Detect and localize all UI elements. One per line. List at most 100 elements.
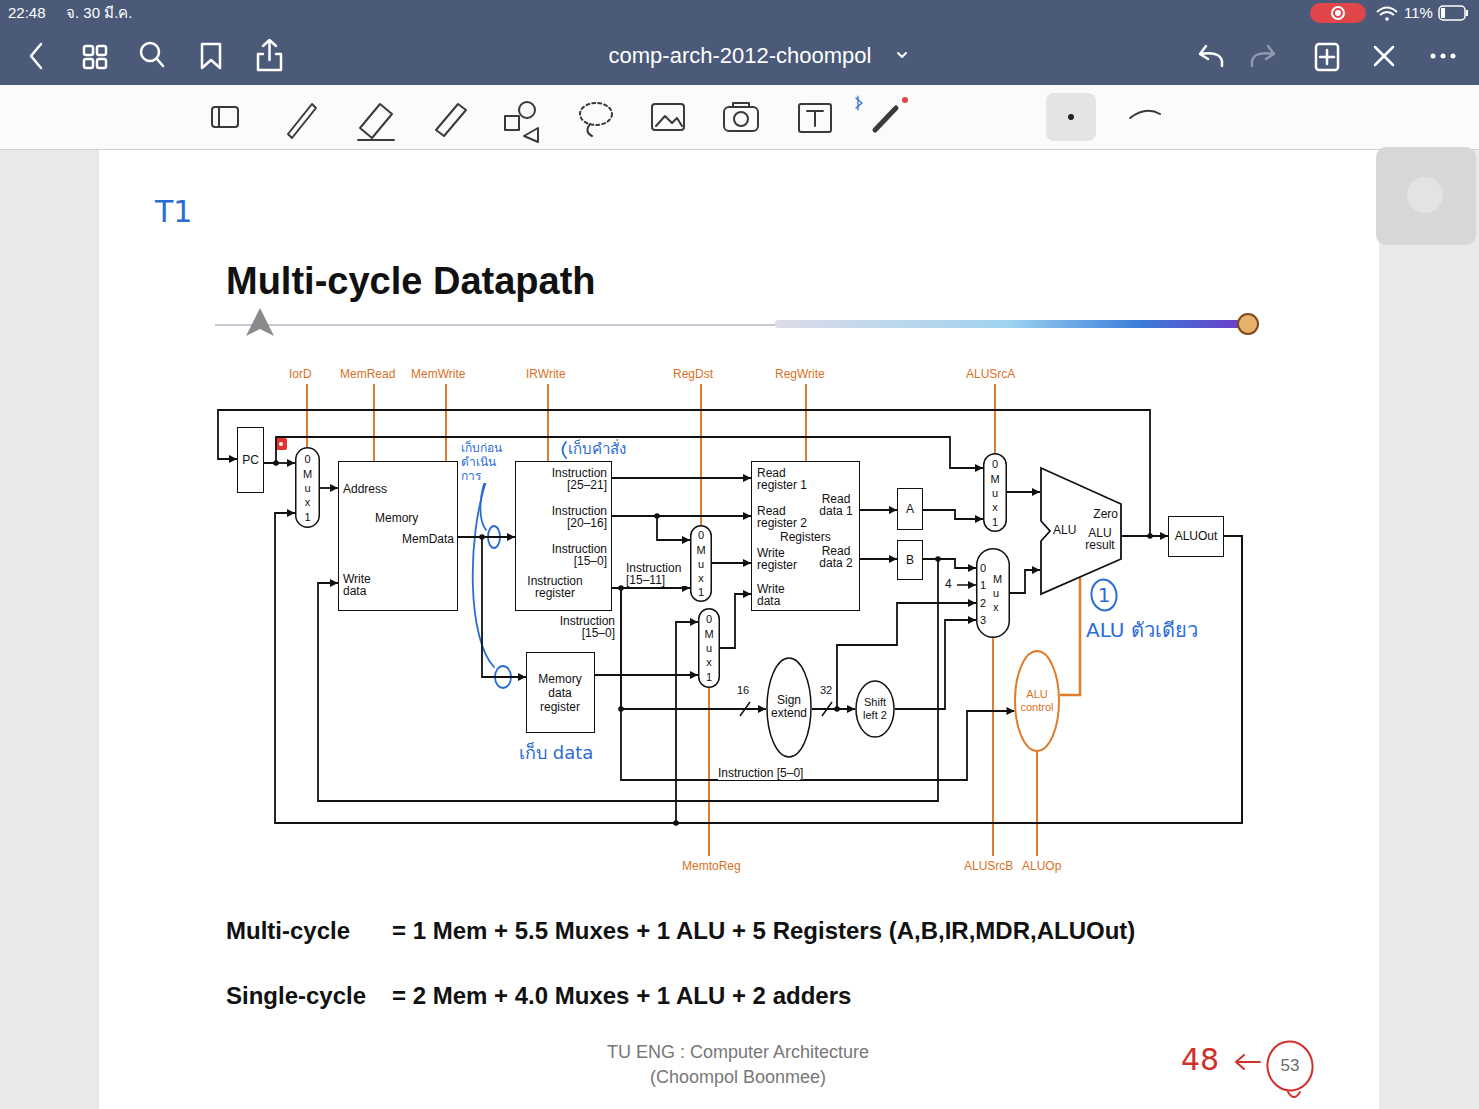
multiplexer: 0M u x1 bbox=[690, 525, 712, 602]
nav-icons bbox=[1200, 46, 1222, 66]
register-box: B bbox=[897, 540, 923, 580]
footer-text: TU ENG : Computer Architecture bbox=[538, 1041, 938, 1063]
page-sheet bbox=[1407, 177, 1443, 213]
summary-text: Single-cycle bbox=[226, 981, 366, 1010]
control-signal: ALUSrcA bbox=[966, 367, 1015, 381]
nav-icons bbox=[157, 59, 163, 66]
pointer-marker bbox=[279, 442, 283, 446]
nav-icons bbox=[1252, 46, 1274, 66]
toolbar-icons bbox=[212, 93, 1160, 142]
multiplexer-text: 0 bbox=[980, 561, 986, 575]
nav-icons bbox=[1451, 54, 1456, 59]
status-icons bbox=[1335, 10, 1341, 16]
multiplexer: 0M u x1 bbox=[698, 608, 720, 688]
control-signal-line bbox=[994, 384, 996, 453]
mux-outline bbox=[977, 549, 1010, 638]
sign-extend-unit-text: Sign extend bbox=[768, 694, 810, 720]
register-box: A bbox=[897, 488, 923, 530]
constant-input: 4 bbox=[945, 577, 952, 591]
alu-unit: ALUZeroALU result bbox=[1040, 467, 1122, 595]
control-signal-line bbox=[445, 384, 447, 461]
bus-width: 16 bbox=[737, 684, 749, 697]
multiplexer-text: 1 bbox=[690, 585, 712, 599]
title-rule bbox=[1238, 314, 1258, 334]
nav-icons bbox=[1431, 54, 1436, 59]
multiplexer-text: M u x bbox=[989, 472, 1001, 514]
control-signal-line bbox=[700, 384, 702, 525]
data-register-text: Memory data register bbox=[530, 672, 590, 714]
app-chrome bbox=[0, 0, 1479, 150]
memory-unit-text: Write data bbox=[343, 573, 383, 597]
instruction-register-text: Instruction [15–0] bbox=[545, 543, 607, 567]
register-file-text: Read data 1 bbox=[816, 493, 856, 517]
toolbar-icons bbox=[724, 107, 758, 131]
ellipse-outline bbox=[856, 681, 894, 737]
hand-circle bbox=[1264, 1039, 1315, 1094]
app-chrome bbox=[0, 0, 1479, 85]
alu-unit-text: ALU bbox=[1053, 524, 1076, 536]
nav-icons bbox=[1320, 50, 1334, 64]
control-signal-line bbox=[1036, 752, 1038, 856]
datapath-wire bbox=[860, 558, 897, 560]
toolbar-icons bbox=[799, 104, 831, 132]
toolbar-icons bbox=[524, 128, 538, 142]
nav-icons bbox=[898, 53, 906, 57]
toolbar-icons bbox=[733, 103, 749, 107]
handwritten-arrow bbox=[1288, 1092, 1300, 1097]
datapath-wire bbox=[612, 588, 766, 709]
control-signal: MemWrite bbox=[411, 367, 465, 381]
title-rule bbox=[215, 308, 1258, 336]
title-rule bbox=[246, 308, 274, 336]
toolbar-icons bbox=[1068, 114, 1074, 120]
datapath-wire bbox=[612, 588, 1014, 780]
datapath-wire bbox=[1010, 570, 1040, 593]
status-icons bbox=[1439, 6, 1465, 20]
memory-unit-text: Address bbox=[343, 483, 387, 495]
control-signal-line bbox=[307, 384, 1037, 856]
multiplexer-text: M u x bbox=[993, 572, 1005, 614]
toolbar-icons bbox=[358, 104, 394, 140]
register-file-text: Read data 2 bbox=[816, 545, 856, 569]
toolbar-icons bbox=[652, 104, 684, 130]
control-signal: IorD bbox=[289, 367, 312, 381]
datapath-wire bbox=[1060, 577, 1080, 695]
multiplexer-text: 0 bbox=[698, 612, 720, 626]
datapath-wire bbox=[812, 603, 976, 709]
toolbar-icons bbox=[656, 116, 682, 126]
toolbar-icons bbox=[856, 96, 862, 110]
hand-circle bbox=[1089, 578, 1118, 612]
datapath-wire bbox=[595, 674, 698, 676]
multiplexer-text: 0 bbox=[690, 528, 712, 542]
alu-unit-text: ALU result bbox=[1082, 527, 1118, 551]
mux-outline bbox=[691, 526, 712, 602]
memory-unit: AddressMemoryMemDataWrite data bbox=[338, 461, 458, 611]
register-file-text: Write data bbox=[757, 583, 797, 607]
mux-outline bbox=[984, 454, 1007, 532]
multiplexer-text: 2 bbox=[980, 596, 986, 610]
sign-extend-unit: Sign extend bbox=[766, 657, 812, 758]
memory-unit-text: MemData bbox=[402, 533, 454, 545]
register-box-text: A bbox=[898, 503, 922, 515]
summary-text: = 1 Mem + 5.5 Muxes + 1 ALU + 5 Register… bbox=[392, 916, 1135, 945]
status-text: 11% bbox=[1404, 4, 1433, 22]
title-rule bbox=[215, 324, 780, 326]
datapath-wire bbox=[812, 708, 855, 710]
junction-dot bbox=[273, 460, 1153, 826]
register-box-text: B bbox=[898, 554, 922, 566]
summary-text: = 2 Mem + 4.0 Muxes + 1 ALU + 2 adders bbox=[392, 981, 851, 1010]
multiplexer: 0M u x1 bbox=[295, 447, 320, 528]
toolbar-icons bbox=[580, 103, 612, 125]
status-icons bbox=[1310, 3, 1366, 23]
toolbar-icons bbox=[519, 102, 535, 118]
handwritten-circle-text: 1 bbox=[1090, 583, 1118, 607]
datapath-wire bbox=[923, 559, 976, 568]
datapath-wire bbox=[612, 516, 690, 540]
nav-icons bbox=[202, 44, 220, 68]
control-signal: MemRead bbox=[340, 367, 395, 381]
handwritten-mark bbox=[473, 478, 494, 667]
register-file: Read register 1Read register 2RegistersW… bbox=[751, 461, 860, 611]
nav-icons bbox=[1375, 47, 1393, 65]
app-chrome bbox=[0, 149, 1479, 150]
page-sheet bbox=[99, 147, 1476, 1109]
control-signal-line bbox=[547, 384, 549, 461]
